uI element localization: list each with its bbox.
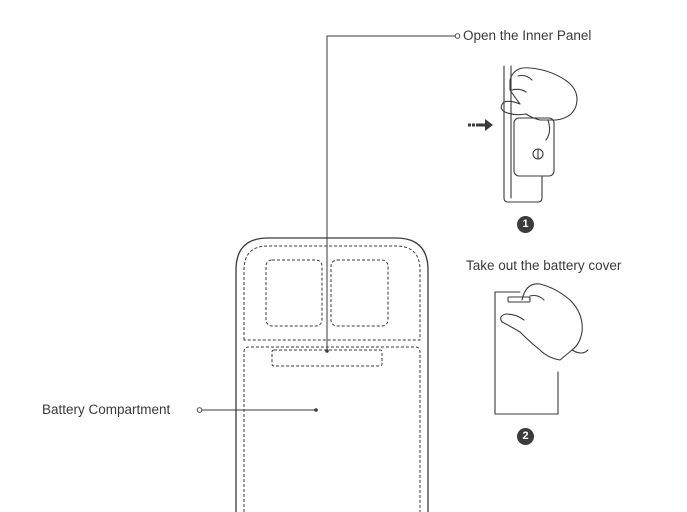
- step2-illustration: [494, 283, 589, 415]
- battery-cover-plate: [494, 291, 559, 415]
- step-badge-2: 2: [517, 428, 534, 445]
- hand-icon-step1: [500, 67, 578, 121]
- lock-body-outline: [235, 237, 429, 512]
- upper-right-dashed-box: [330, 259, 389, 327]
- leader-dot-battery: [314, 408, 318, 412]
- leader-open-inner-panel: [326, 35, 455, 351]
- leader-dot-inner-panel: [325, 349, 329, 353]
- step-badge-1: 1: [517, 216, 534, 233]
- inner-panel-dashed: [243, 245, 421, 341]
- cover-grip-slot: [507, 296, 531, 303]
- step1-illustration: [500, 65, 578, 203]
- inner-panel-open: [513, 117, 555, 177]
- label-open-inner-panel: Open the Inner Panel: [463, 28, 592, 43]
- hand-icon-step2: [500, 283, 583, 361]
- knob-icon: [532, 148, 544, 160]
- label-take-out-cover: Take out the battery cover: [466, 258, 622, 273]
- upper-left-dashed-box: [265, 259, 323, 327]
- leader-end-battery: [196, 407, 203, 413]
- label-battery-compartment: Battery Compartment: [42, 402, 171, 417]
- leader-end-inner-panel: [454, 33, 461, 39]
- battery-compartment-dashed: [243, 346, 421, 512]
- lock-side-panel: [503, 65, 543, 203]
- push-arrow-icon: [468, 119, 493, 131]
